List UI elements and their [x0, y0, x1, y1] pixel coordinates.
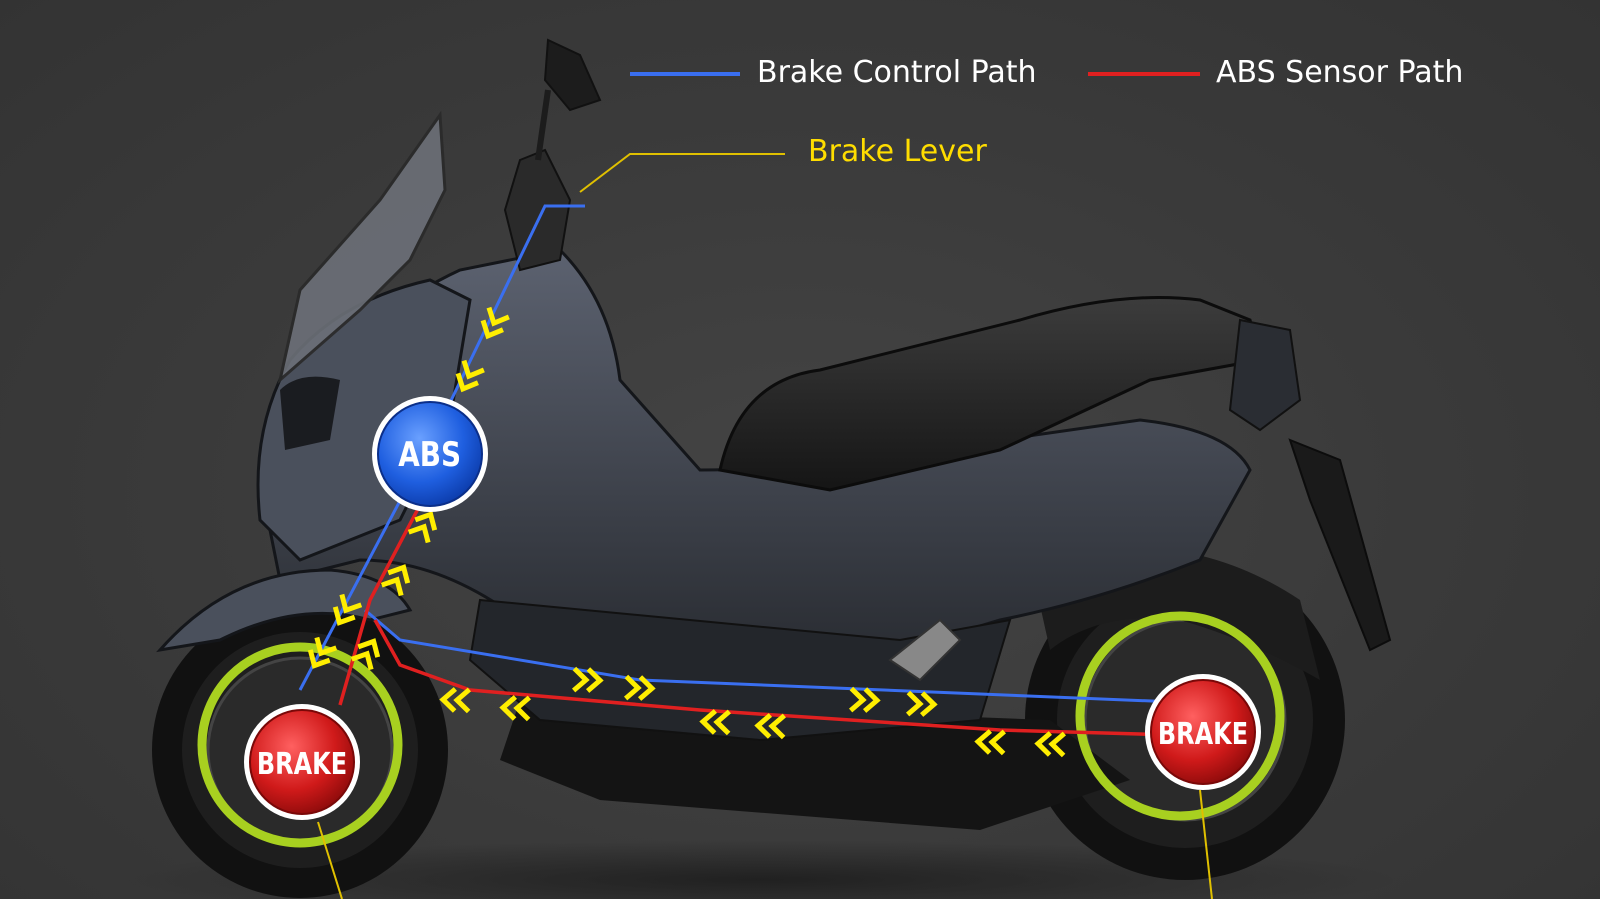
- direction-arrow: [407, 511, 438, 544]
- direction-arrow: [624, 674, 656, 701]
- direction-arrow: [974, 729, 1006, 756]
- front-brake-node: BRAKE: [244, 704, 360, 820]
- legend-brake-control-label: Brake Control Path: [757, 55, 1037, 90]
- direction-arrow: [455, 359, 485, 393]
- rear-wheel-ring: [1075, 611, 1285, 821]
- direction-arrows: [307, 306, 1066, 758]
- brake-lever-label: Brake Lever: [808, 134, 987, 169]
- legend-abs-sensor-label: ABS Sensor Path: [1216, 55, 1464, 90]
- direction-arrow: [499, 695, 531, 722]
- direction-arrow: [1034, 731, 1066, 758]
- abs-sensor-path-line: [338, 504, 422, 706]
- brake-control-path-rear-line: [364, 608, 1176, 704]
- abs-sensor-path-rear-line: [373, 619, 1176, 737]
- direction-arrow: [572, 666, 604, 693]
- front-wheel-ring: [197, 642, 403, 848]
- front-brake-node-label: BRAKE: [257, 747, 347, 781]
- direction-arrow: [439, 687, 471, 714]
- brake-lever-callout-line: [579, 153, 785, 193]
- direction-arrow: [480, 306, 510, 340]
- direction-arrow: [754, 713, 786, 740]
- direction-arrow: [849, 686, 881, 713]
- ground-shadow: [120, 840, 1400, 899]
- direction-arrow: [699, 709, 731, 736]
- abs-node: ABS: [372, 396, 488, 512]
- brake-control-path-line: [298, 204, 585, 691]
- direction-arrow: [307, 636, 338, 669]
- rear-brake-node-label: BRAKE: [1158, 717, 1248, 751]
- abs-node-label: ABS: [398, 435, 461, 474]
- direction-arrow: [906, 690, 938, 717]
- front-brake-callout-line: [317, 821, 343, 899]
- direction-arrow: [350, 638, 381, 671]
- direction-arrow: [380, 564, 411, 597]
- direction-arrow: [332, 593, 363, 626]
- rear-brake-callout-line: [1199, 789, 1213, 899]
- rear-brake-node: BRAKE: [1145, 674, 1261, 790]
